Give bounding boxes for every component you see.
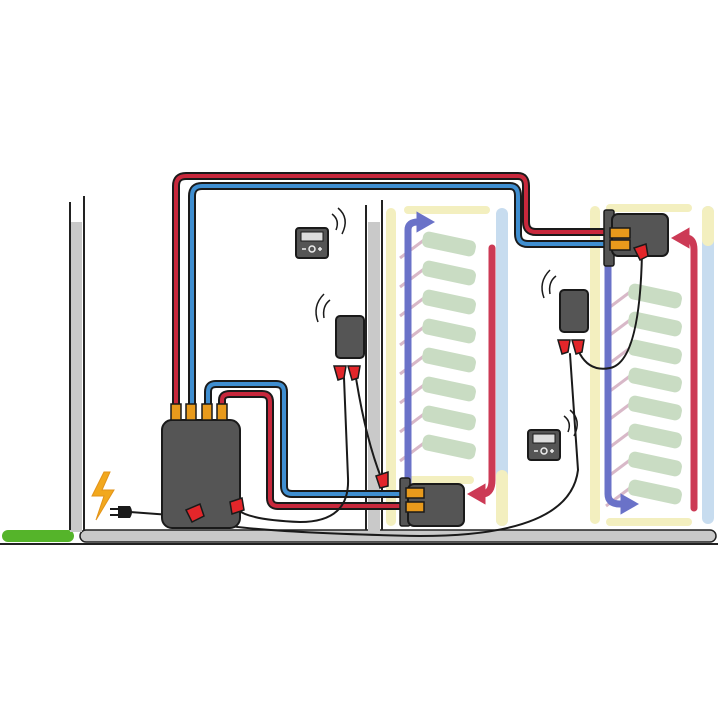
heat-generator[interactable]	[161, 403, 245, 529]
plug-icon	[632, 243, 649, 262]
plug-icon	[571, 339, 585, 355]
radiator-fin-link	[399, 383, 425, 405]
plug-icon	[110, 506, 132, 518]
radiator-fin	[422, 376, 476, 402]
plug-icon	[184, 502, 205, 524]
radiator-fin	[628, 451, 682, 477]
plug-icon	[347, 365, 361, 381]
valve-unit-left[interactable]	[375, 470, 465, 527]
wireless-signal-icon	[331, 207, 346, 235]
radiator-fin	[628, 423, 682, 449]
radiator-fin	[628, 395, 682, 421]
wireless-receiver-right[interactable]	[541, 269, 589, 355]
heat-flow-arrows	[404, 211, 698, 515]
wireless-signal-icon	[541, 269, 557, 299]
pipe-connector-1	[170, 403, 182, 421]
radiator-fin	[628, 283, 682, 309]
radiator-fin	[628, 367, 682, 393]
thermostat-right[interactable]	[527, 409, 578, 461]
radiator-fin	[422, 231, 476, 257]
cable-receiver-left-valve	[355, 377, 383, 481]
thermostat-left[interactable]	[295, 207, 346, 259]
valve-unit-right[interactable]	[603, 209, 669, 267]
radiator-right	[590, 204, 714, 526]
power-supply	[91, 471, 132, 521]
plug-icon	[229, 497, 245, 515]
radiator-fin	[628, 339, 682, 365]
grass	[2, 530, 74, 542]
cable-receiver-right-valve	[579, 251, 643, 370]
inner-wall	[368, 222, 380, 532]
flow-up-arrow-right	[682, 234, 698, 512]
radiator-fin-link	[399, 238, 425, 260]
flow-down-arrow-right	[604, 260, 630, 508]
valve-connector	[609, 227, 631, 239]
radiator-fin	[422, 318, 476, 344]
valve-connector	[405, 487, 425, 499]
valve-connector	[609, 239, 631, 251]
pipe-connector-3	[201, 403, 213, 421]
supply-return-pipes-short	[204, 380, 406, 510]
radiator-fin	[422, 405, 476, 431]
lightning-bolt-icon	[91, 471, 115, 521]
plug-icon	[333, 365, 347, 381]
cable-generator-receiver-left	[237, 377, 350, 524]
radiator-fins-right	[605, 283, 682, 508]
plug-icon	[557, 339, 571, 355]
radiator-fin-link	[399, 354, 425, 376]
pipe-connector-2	[185, 403, 197, 421]
radiator-fin	[422, 434, 476, 460]
outer-wall	[70, 222, 82, 532]
radiator-fin-link	[399, 441, 425, 463]
radiator-fin-link	[399, 267, 425, 289]
radiator-fin-link	[399, 296, 425, 318]
plug-icon	[375, 470, 389, 489]
flow-down-arrow-left	[480, 244, 496, 498]
wireless-signal-icon	[315, 293, 331, 323]
radiator-fin	[422, 289, 476, 315]
radiator-fins-left	[399, 231, 476, 463]
supply-return-pipes-long	[172, 172, 612, 412]
wireless-signal-icon	[563, 409, 578, 437]
radiator-fin-link	[399, 325, 425, 347]
radiator-fin	[422, 260, 476, 286]
radiator-left	[386, 206, 508, 526]
radiator-fin-link	[399, 412, 425, 434]
radiator-fin	[628, 479, 682, 505]
radiator-fin	[422, 347, 476, 373]
pipe-connector-4	[216, 403, 228, 421]
radiator-fin	[628, 311, 682, 337]
wireless-receiver-left[interactable]	[315, 293, 365, 381]
valve-connector	[405, 501, 425, 513]
